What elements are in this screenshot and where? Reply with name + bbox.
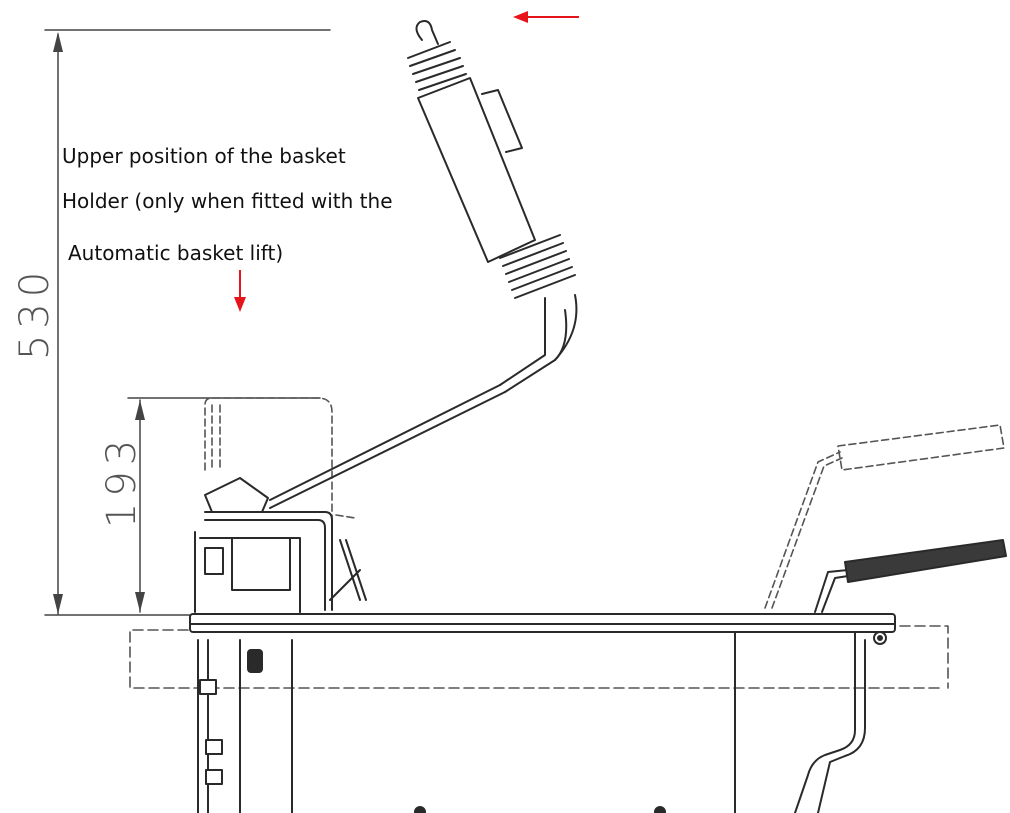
counter-outline-dashed — [129, 625, 949, 689]
basket-holder-lower-position-outline — [204, 397, 356, 521]
annotation-line-3: Automatic basket lift) — [68, 241, 284, 265]
dimension-530 — [44, 29, 331, 616]
annotation-line-1: Upper position of the basket — [62, 144, 346, 168]
right-basket-handle — [814, 539, 1007, 613]
basket-handle-grip — [407, 20, 536, 263]
annotation-line-2: Holder (only when fitted with the — [62, 189, 393, 213]
right-basket-handle-raised — [764, 424, 1005, 609]
fryer-body — [197, 631, 866, 813]
handle-spring — [499, 234, 576, 299]
worktop-plate — [189, 613, 896, 645]
dimension-label-193: 193 — [99, 433, 146, 529]
dimension-label-530: 530 — [12, 265, 59, 361]
basket-lift-arm — [269, 294, 578, 509]
lift-mechanism-bracket — [194, 477, 367, 613]
annotation-arrows — [234, 11, 579, 312]
